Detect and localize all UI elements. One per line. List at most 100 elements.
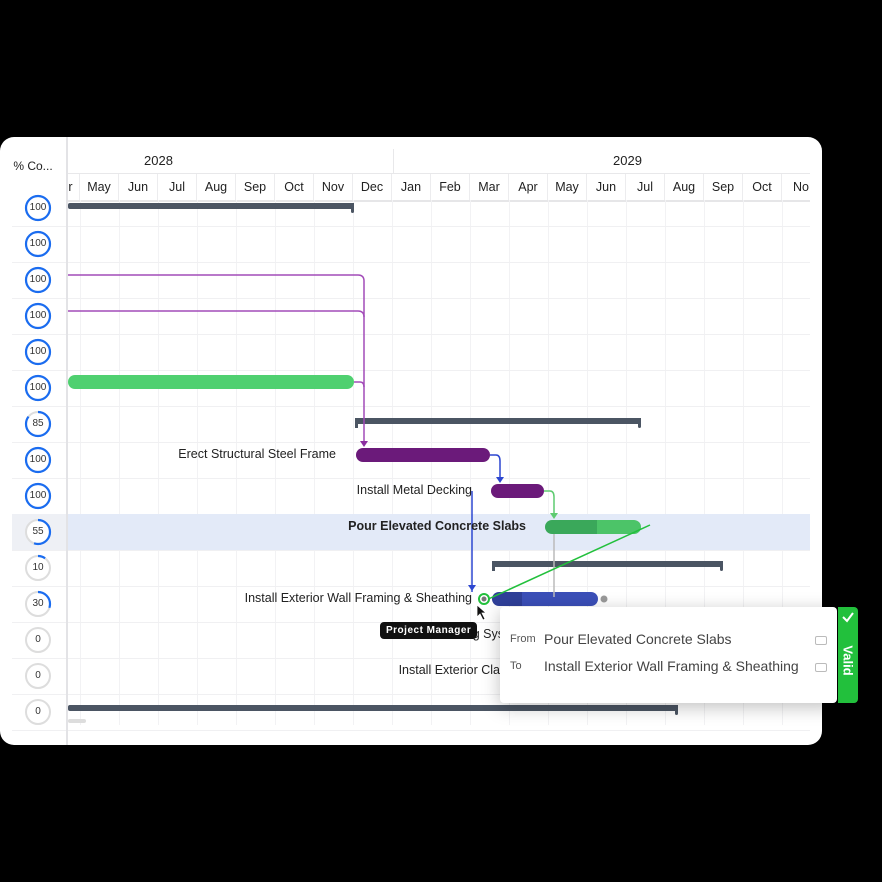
percent-value: 100 <box>29 238 47 249</box>
month-header-cell: May <box>548 174 587 200</box>
percent-row[interactable]: 10 <box>12 550 66 587</box>
grid-line <box>197 200 198 725</box>
grid-line <box>665 200 666 725</box>
percent-row[interactable]: 0 <box>12 658 66 695</box>
percent-complete-header[interactable]: % Co... <box>13 159 53 173</box>
percent-value: 100 <box>29 382 47 393</box>
grid-line <box>314 200 315 725</box>
month-header-cell: Jan <box>392 174 431 200</box>
horizontal-scrollbar[interactable] <box>68 719 86 723</box>
grid-line <box>743 200 744 725</box>
task-label-metal-decking[interactable]: Install Metal Decking <box>356 483 472 497</box>
task-label-cladding[interactable]: Install Exterior Cla <box>398 663 500 677</box>
month-header-cell: Jun <box>587 174 626 200</box>
percent-value: 0 <box>35 670 41 681</box>
grid-line <box>626 200 627 725</box>
percent-value: 0 <box>35 634 41 645</box>
summary-bar-4[interactable] <box>68 705 678 715</box>
percent-row[interactable]: 0 <box>12 622 66 659</box>
percent-row[interactable]: 100 <box>12 334 66 371</box>
grid-line <box>119 200 120 725</box>
percent-value: 30 <box>32 598 44 609</box>
year-label-2028: 2028 <box>144 153 173 168</box>
grid-line <box>236 200 237 725</box>
summary-bar-2[interactable] <box>355 418 641 428</box>
progress-ring: 85 <box>24 410 52 438</box>
progress-ring: 30 <box>24 590 52 618</box>
to-port-icon <box>815 663 827 672</box>
percent-value: 0 <box>35 706 41 717</box>
percent-complete-column: % Co... 100 100 100 100 100 100 85 100 100 55 10 30… <box>0 137 68 745</box>
from-label: From <box>510 633 536 645</box>
percent-row[interactable]: 100 <box>12 226 66 263</box>
grid-line <box>392 200 393 725</box>
from-port-icon <box>815 636 827 645</box>
valid-badge: Valid <box>838 607 858 703</box>
grid-line <box>68 658 810 659</box>
grid-line <box>431 200 432 725</box>
month-header-cell: Oct <box>743 174 782 200</box>
percent-value: 100 <box>29 202 47 213</box>
percent-value: 100 <box>29 274 47 285</box>
summary-bar-3[interactable] <box>492 561 723 571</box>
month-header-cell: Oct <box>275 174 314 200</box>
user-tooltip: Project Manager <box>380 622 478 639</box>
grid-line <box>68 298 810 299</box>
percent-value: 100 <box>29 454 47 465</box>
progress-ring: 100 <box>24 266 52 294</box>
grid-line <box>68 550 810 551</box>
percent-row[interactable]: 30 <box>12 586 66 623</box>
grid-line <box>68 262 810 263</box>
task-label-roofing[interactable]: g Sys <box>472 627 504 641</box>
month-header-cell: r <box>68 174 80 200</box>
task-label-erect-steel[interactable]: Erect Structural Steel Frame <box>178 447 336 461</box>
month-header-cell: Aug <box>665 174 704 200</box>
progress-ring: 100 <box>24 374 52 402</box>
task-bar-erect-steel[interactable] <box>356 448 490 462</box>
percent-row[interactable]: 0 <box>12 694 66 731</box>
task-label-exterior-wall[interactable]: Install Exterior Wall Framing & Sheathin… <box>244 591 472 605</box>
grid-line <box>68 370 810 371</box>
from-task: Pour Elevated Concrete Slabs <box>544 631 732 647</box>
percent-row[interactable]: 55 <box>12 514 66 551</box>
grid-line <box>68 478 810 479</box>
percent-value: 55 <box>32 526 44 537</box>
month-header-cell: Nov <box>314 174 353 200</box>
grid-line <box>275 200 276 725</box>
month-header-cell: Apr <box>509 174 548 200</box>
percent-row[interactable]: 100 <box>12 442 66 479</box>
task-bar-green-complete[interactable] <box>68 375 354 389</box>
task-bar-metal-decking[interactable] <box>491 484 544 498</box>
progress-ring: 100 <box>24 230 52 258</box>
task-bar-exterior-wall[interactable] <box>492 592 598 606</box>
month-header-cell: Dec <box>353 174 392 200</box>
dependency-popup: From Pour Elevated Concrete Slabs To Ins… <box>500 607 837 703</box>
percent-row[interactable]: 85 <box>12 406 66 443</box>
year-divider <box>393 149 394 173</box>
to-task: Install Exterior Wall Framing & Sheathin… <box>544 658 799 674</box>
progress-ring: 55 <box>24 518 52 546</box>
percent-row[interactable]: 100 <box>12 298 66 335</box>
dependency-links <box>68 274 651 621</box>
month-header-cell: Feb <box>431 174 470 200</box>
task-bar-pour-slabs[interactable] <box>545 520 641 534</box>
percent-value: 100 <box>29 490 47 501</box>
percent-row[interactable]: 100 <box>12 370 66 407</box>
progress-ring: 100 <box>24 482 52 510</box>
grid-line <box>68 406 810 407</box>
percent-row[interactable]: 100 <box>12 190 66 227</box>
grid-line <box>68 334 810 335</box>
month-header-cell: Mar <box>470 174 509 200</box>
grid-line <box>80 200 81 725</box>
percent-row[interactable]: 100 <box>12 478 66 515</box>
year-label-2029: 2029 <box>613 153 642 168</box>
task-label-pour-slabs[interactable]: Pour Elevated Concrete Slabs <box>348 519 526 533</box>
grid-line <box>509 200 510 725</box>
grid-line <box>68 730 810 731</box>
summary-bar-1[interactable] <box>68 203 354 213</box>
progress-ring: 100 <box>24 302 52 330</box>
percent-row[interactable]: 100 <box>12 262 66 299</box>
month-header-cell: Jul <box>626 174 665 200</box>
